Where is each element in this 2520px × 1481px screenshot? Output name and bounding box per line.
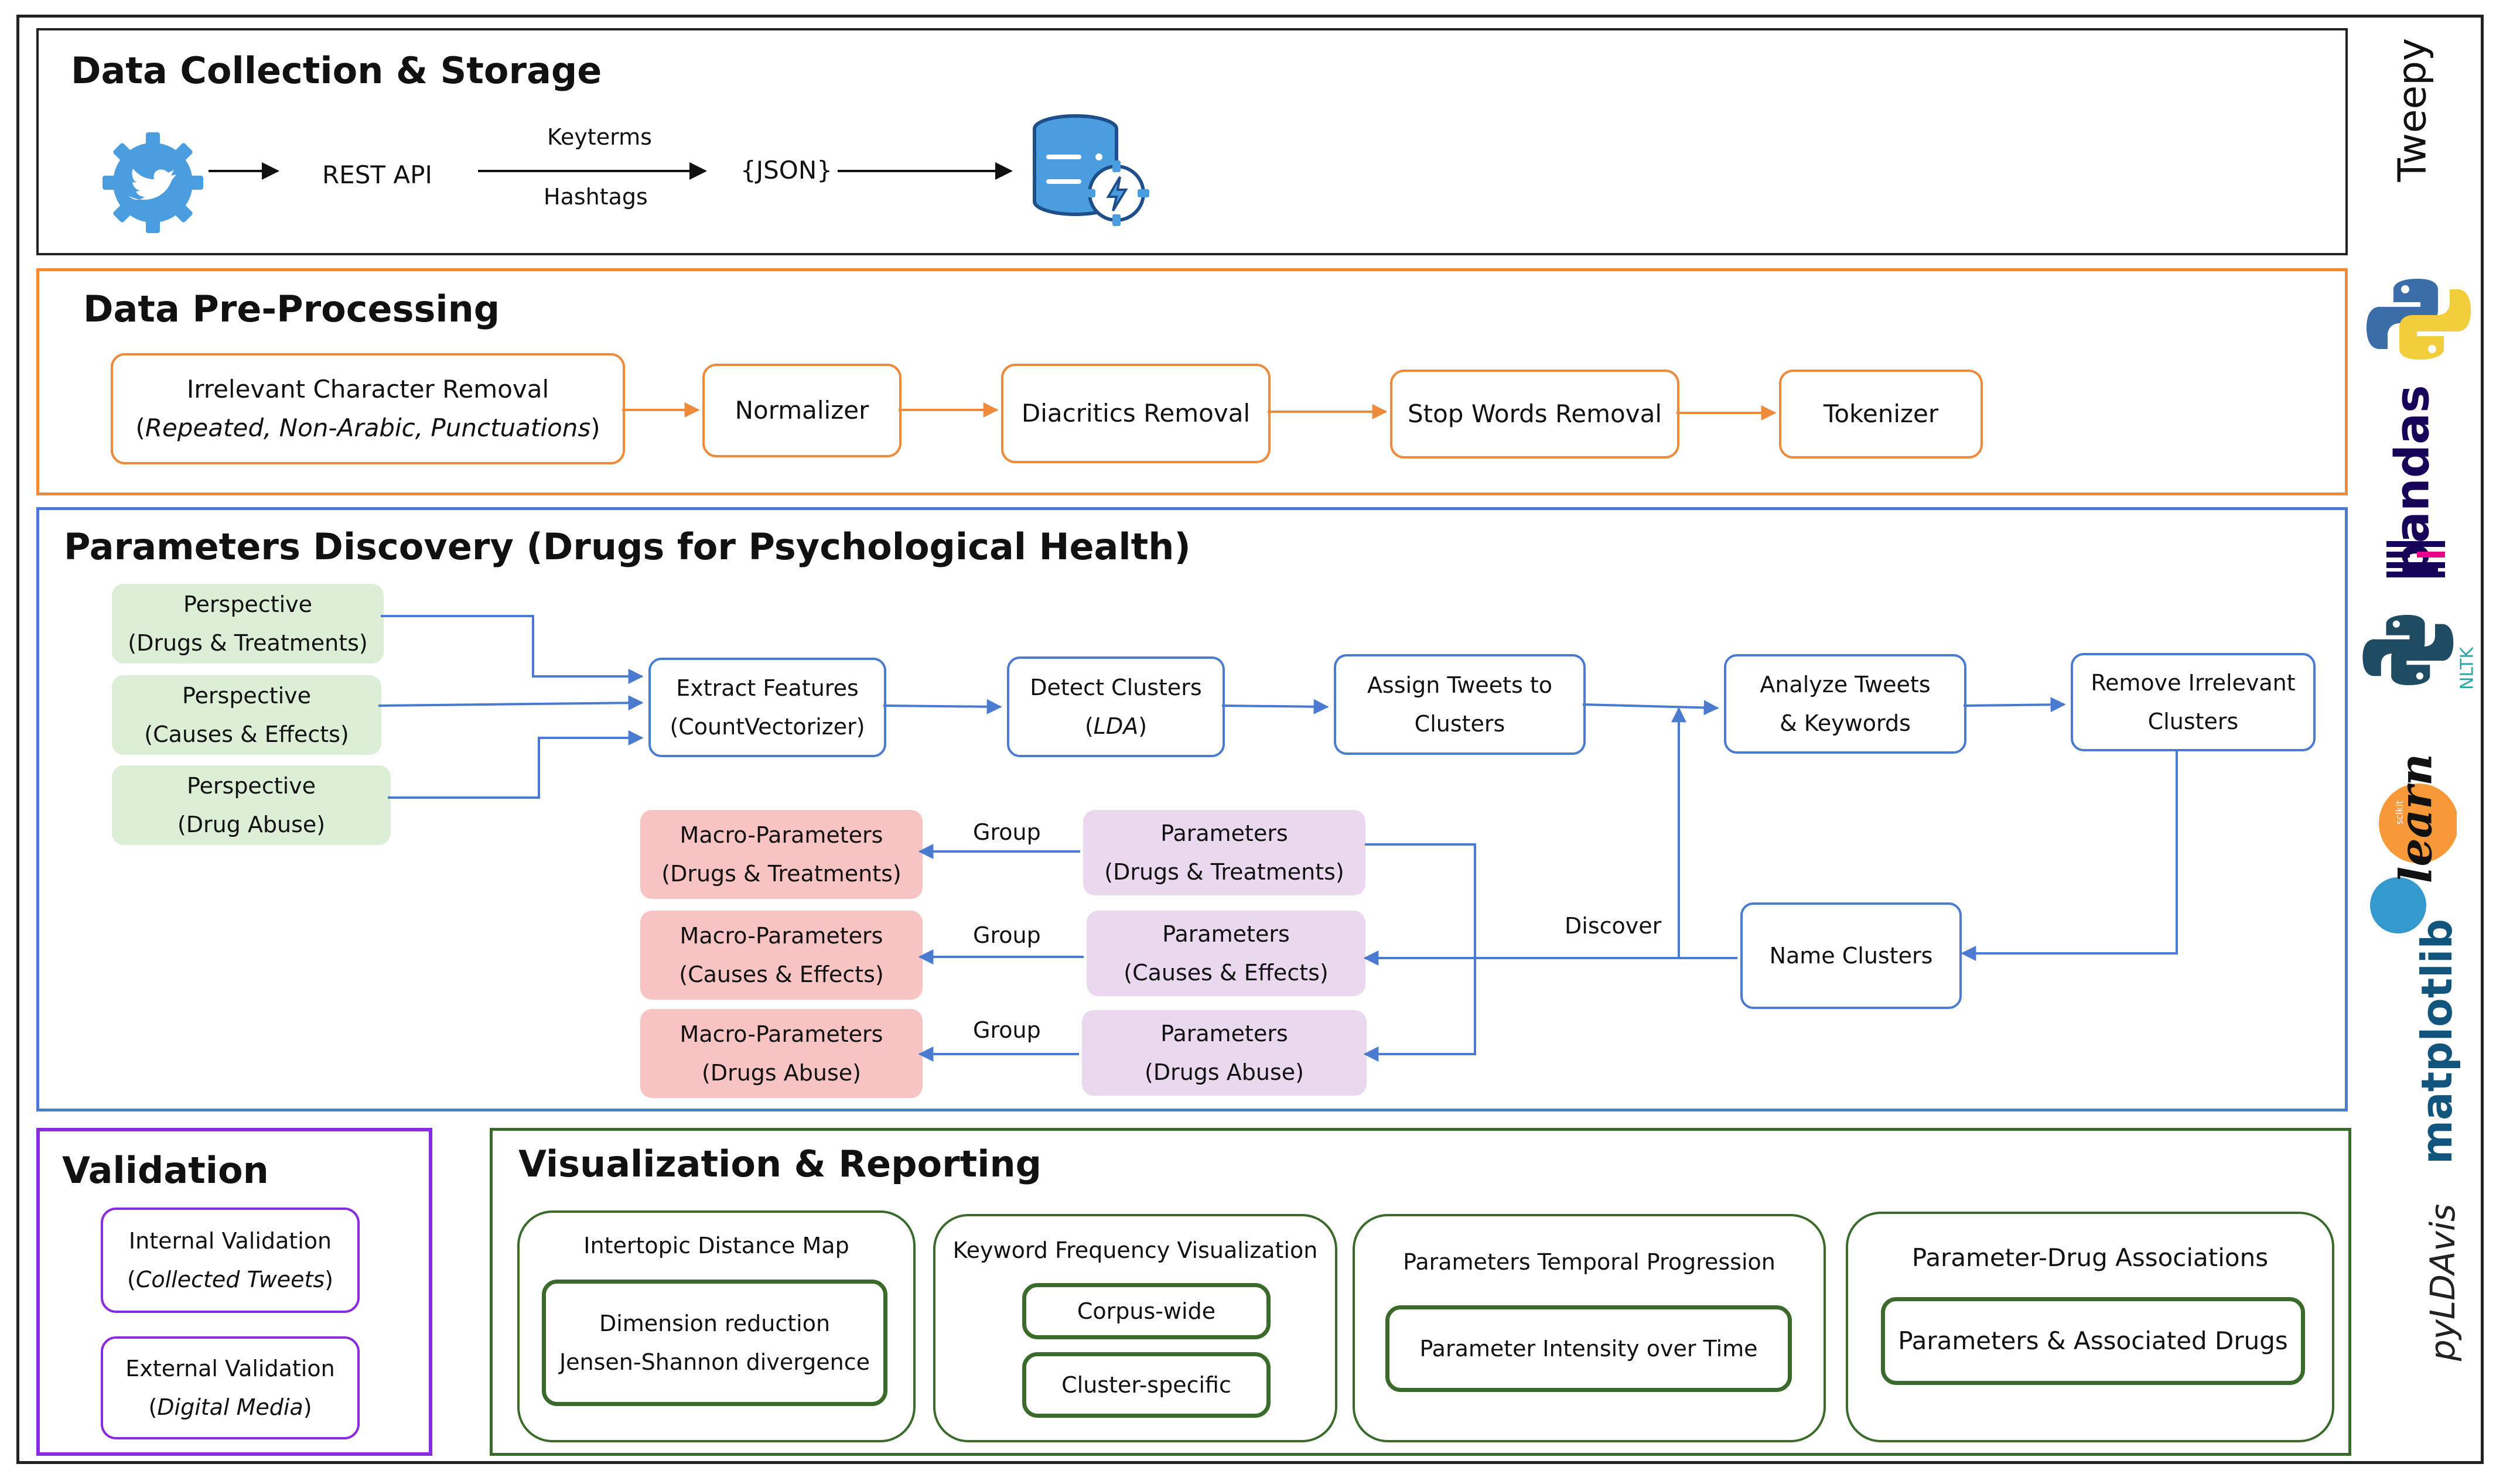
group-title: Parameter-Drug Associations xyxy=(1911,1243,2269,1272)
visualization-section: Visualization & Reporting Intertopic Dis… xyxy=(490,1128,2351,1456)
outer-frame xyxy=(16,15,2484,1464)
data-collection-section: Data Collection & Storage REST API Keyte… xyxy=(36,28,2348,255)
analyze-tweets-step: Analyze Tweets & Keywords xyxy=(1724,654,1966,754)
external-validation-box: External Validation (Digital Media) xyxy=(101,1336,360,1439)
bracket-parameters xyxy=(1363,843,1476,1062)
parameters-associated-drugs-box: Parameters & Associated Drugs xyxy=(1881,1297,2305,1385)
pandas-bars-icon xyxy=(2386,541,2445,577)
group-label: Group xyxy=(973,1017,1041,1043)
parameters-discovery-section: Parameters Discovery (Drugs for Psycholo… xyxy=(36,507,2348,1111)
diacritics-removal-step: Diacritics Removal xyxy=(1001,364,1271,463)
hashtags-label: Hashtags xyxy=(544,184,648,210)
group-title: Intertopic Distance Map xyxy=(583,1233,849,1258)
macro-parameters-drugs-treatments: Macro-Parameters (Drugs & Treatments) xyxy=(640,810,923,899)
assign-tweets-step: Assign Tweets to Clusters xyxy=(1334,654,1586,755)
arrow-perspective-3 xyxy=(388,730,644,799)
section-title: Validation xyxy=(62,1149,269,1192)
irrelevant-character-removal-step: Irrelevant Character Removal (Repeated, … xyxy=(111,353,625,464)
macro-parameters-drugs-abuse: Macro-Parameters (Drugs Abuse) xyxy=(640,1009,923,1098)
dimension-reduction-box: Dimension reduction Jensen-Shannon diver… xyxy=(542,1280,887,1406)
arrow-perspective-2 xyxy=(378,695,644,711)
json-label: {JSON} xyxy=(740,156,832,184)
arrow-analyze-to-remove xyxy=(1963,697,2066,713)
tokenizer-step: Tokenizer xyxy=(1779,370,1983,459)
parameters-causes-effects: Parameters (Causes & Effects) xyxy=(1087,911,1365,996)
section-title: Data Pre-Processing xyxy=(83,288,500,330)
internal-validation-box: Internal Validation (Collected Tweets) xyxy=(101,1208,360,1313)
twitter-gear-icon xyxy=(103,132,203,233)
parameter-intensity-box: Parameter Intensity over Time xyxy=(1385,1305,1792,1392)
parameter-drug-associations-group: Parameter-Drug Associations Parameters &… xyxy=(1846,1212,2334,1442)
section-title: Parameters Discovery (Drugs for Psycholo… xyxy=(64,525,1191,568)
keyword-frequency-group: Keyword Frequency Visualization Corpus-w… xyxy=(933,1214,1337,1442)
perspective-drug-abuse: Perspective (Drug Abuse) xyxy=(112,765,391,845)
nltk-python-logo-icon xyxy=(2362,615,2454,685)
discover-label: Discover xyxy=(1565,913,1662,939)
intertopic-distance-map-group: Intertopic Distance Map Dimension reduct… xyxy=(517,1210,916,1442)
macro-parameters-causes-effects: Macro-Parameters (Causes & Effects) xyxy=(640,911,923,1000)
scikit-learn-logo-icon xyxy=(2370,784,2457,933)
perspective-drugs-treatments: Perspective (Drugs & Treatments) xyxy=(112,584,384,663)
parameters-drugs-abuse: Parameters (Drugs Abuse) xyxy=(1082,1010,1367,1096)
rest-api-label: REST API xyxy=(322,160,432,189)
parameters-drugs-treatments: Parameters (Drugs & Treatments) xyxy=(1083,810,1365,895)
arrow-remove-to-name xyxy=(1961,751,2178,961)
perspective-causes-effects: Perspective (Causes & Effects) xyxy=(112,675,381,755)
group-label: Group xyxy=(973,922,1041,948)
arrow-detect-to-assign xyxy=(1221,699,1329,714)
section-title: Visualization & Reporting xyxy=(518,1143,1042,1185)
name-clusters-step: Name Clusters xyxy=(1740,902,1962,1009)
group-label: Group xyxy=(973,819,1041,845)
python-logo-icon xyxy=(2367,279,2471,360)
remove-irrelevant-clusters-step: Remove Irrelevant Clusters xyxy=(2071,653,2316,751)
arrow-perspective-1 xyxy=(381,615,644,684)
section-title: Data Collection & Storage xyxy=(71,49,602,92)
arrow-extract-to-detect xyxy=(883,699,1002,714)
validation-section: Validation Internal Validation (Collecte… xyxy=(36,1128,432,1456)
arrow-assign-to-analyze xyxy=(1582,700,1719,716)
extract-features-step: Extract Features (CountVectorizer) xyxy=(648,658,886,757)
group-title: Parameters Temporal Progression xyxy=(1403,1249,1775,1275)
temporal-progression-group: Parameters Temporal Progression Paramete… xyxy=(1353,1214,1826,1442)
stop-words-removal-step: Stop Words Removal xyxy=(1390,370,1679,459)
keyterms-label: Keyterms xyxy=(547,124,652,150)
group-title: Keyword Frequency Visualization xyxy=(952,1237,1318,1263)
arrow-name-discover-up xyxy=(1671,707,1737,959)
corpus-wide-box: Corpus-wide xyxy=(1022,1283,1271,1339)
data-preprocessing-section: Data Pre-Processing Irrelevant Character… xyxy=(36,268,2348,495)
database-storage-icon xyxy=(1033,114,1149,226)
cluster-specific-box: Cluster-specific xyxy=(1022,1352,1271,1418)
